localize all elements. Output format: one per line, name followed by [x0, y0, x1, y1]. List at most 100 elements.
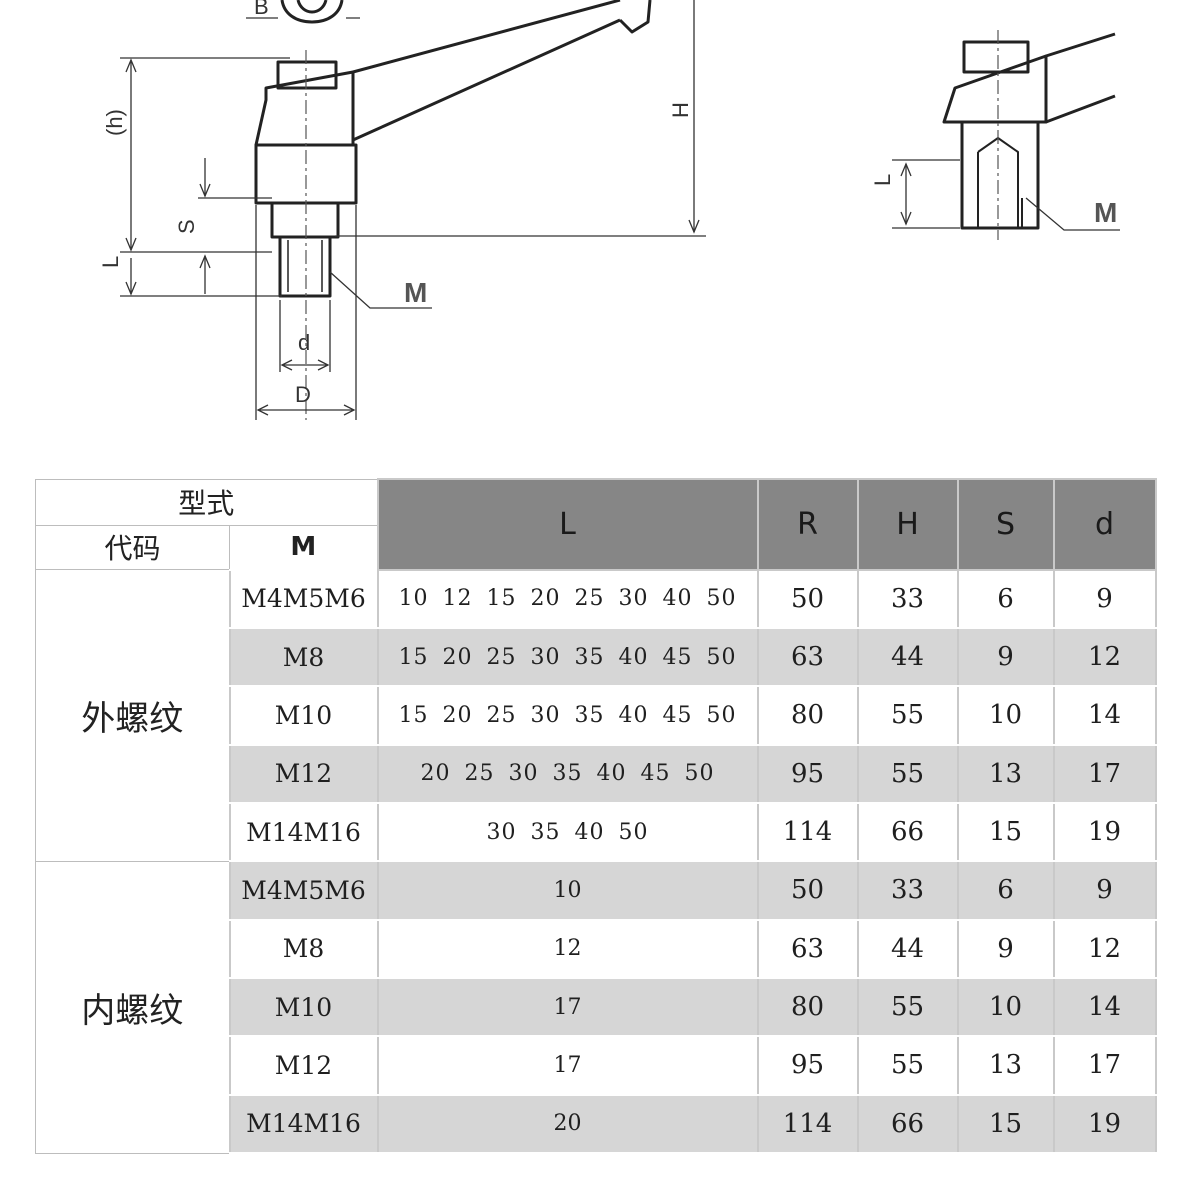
- dim-l-left-label: L: [98, 256, 123, 268]
- cell-r: 50: [756, 568, 859, 629]
- cell-s: 6: [956, 568, 1055, 629]
- cell-s: 15: [956, 1093, 1055, 1155]
- cell-s: 10: [956, 685, 1055, 746]
- cell-m: M14M16: [228, 801, 379, 863]
- cell-r: 114: [756, 801, 859, 863]
- thread-lines: [287, 240, 323, 292]
- cell-m: M14M16: [228, 1093, 379, 1155]
- dim-d-big-label: D: [295, 382, 311, 407]
- table-row: M8 12 63 44 9 12: [36, 918, 1157, 979]
- header-d: d: [1052, 478, 1157, 571]
- right-hub-top: [962, 40, 1030, 74]
- hub-body: [254, 70, 355, 147]
- cell-s: 13: [956, 743, 1055, 804]
- group-external-thread: 外螺纹: [35, 569, 230, 862]
- cell-d: 12: [1052, 626, 1157, 688]
- dim-h-label: H: [668, 102, 693, 118]
- header-h: H: [856, 478, 959, 571]
- header-r: R: [756, 478, 859, 571]
- cell-h: 33: [856, 860, 959, 921]
- cell-h: 33: [856, 568, 959, 629]
- cell-l: 30 35 40 50: [376, 801, 759, 863]
- cell-s: 15: [956, 801, 1055, 863]
- cell-h: 44: [856, 626, 959, 688]
- hub-top: [276, 60, 338, 90]
- cell-h: 66: [856, 1093, 959, 1155]
- lever-arm: [352, 0, 652, 142]
- dim-m-right-label: M: [1094, 197, 1117, 228]
- cell-h: 44: [856, 918, 959, 979]
- cell-l: 20: [376, 1093, 759, 1155]
- table-row: M14M16 30 35 40 50 114 66 15 19: [36, 801, 1157, 863]
- cell-m: M8: [228, 626, 379, 688]
- table-row: M14M16 20 114 66 15 19: [36, 1093, 1157, 1155]
- right-lever: [1045, 32, 1116, 124]
- thread-stud: [278, 237, 332, 298]
- dim-s-label: S: [174, 219, 199, 234]
- cell-h: 55: [856, 976, 959, 1038]
- cell-d: 19: [1052, 801, 1157, 863]
- cell-d: 19: [1052, 1093, 1157, 1155]
- cell-s: 9: [956, 626, 1055, 688]
- cell-s: 10: [956, 976, 1055, 1038]
- cell-l: 20 25 30 35 40 45 50: [376, 743, 759, 804]
- cell-r: 80: [756, 685, 859, 746]
- table-row: 外螺纹 M4M5M6 10 12 15 20 25 30 40 50 50 33…: [35, 568, 1157, 862]
- right-hub-body: [942, 54, 1048, 124]
- cell-d: 17: [1052, 743, 1157, 804]
- cell-d: 14: [1052, 685, 1157, 746]
- cell-l: 10: [376, 860, 759, 921]
- cell-m: M12: [228, 743, 379, 804]
- table-row: M8 15 20 25 30 35 40 45 50 63 44 9 12: [36, 626, 1157, 688]
- header-code: 代码: [35, 524, 230, 571]
- dim-b-label: B: [254, 0, 269, 19]
- cell-h: 55: [856, 1035, 959, 1096]
- cell-r: 63: [756, 918, 859, 979]
- right-bore: [977, 137, 1023, 228]
- cell-d: 9: [1052, 860, 1157, 921]
- table-row: M12 20 25 30 35 40 45 50 95 55 13 17: [36, 743, 1157, 804]
- table-row: M10 15 20 25 30 35 40 45 50 80 55 10 14: [36, 685, 1157, 746]
- cell-h: 66: [856, 801, 959, 863]
- cell-r: 95: [756, 743, 859, 804]
- cell-m: M4M5M6: [228, 568, 379, 629]
- cell-r: 114: [756, 1093, 859, 1155]
- cell-m: M4M5M6: [228, 860, 379, 921]
- cell-d: 14: [1052, 976, 1157, 1038]
- cell-r: 50: [756, 860, 859, 921]
- header-m: M: [228, 524, 379, 571]
- cell-d: 9: [1052, 568, 1157, 629]
- dim-m-left-label: M: [404, 277, 427, 308]
- technical-drawing: B (h) H S L L M M d D: [98, 0, 1120, 420]
- cell-r: 63: [756, 626, 859, 688]
- cell-l: 10 12 15 20 25 30 40 50: [376, 568, 759, 629]
- cell-m: M10: [228, 685, 379, 746]
- cell-r: 80: [756, 976, 859, 1038]
- cell-d: 12: [1052, 918, 1157, 979]
- header-l: L: [376, 478, 759, 571]
- cell-h: 55: [856, 685, 959, 746]
- b-hole-inner: [296, 0, 328, 14]
- table-row: 内螺纹 M4M5M6 10 50 33 6 9: [35, 860, 1157, 1154]
- cell-s: 13: [956, 1035, 1055, 1096]
- dim-l-right-label: L: [870, 174, 895, 186]
- b-hole-outline: [280, 0, 344, 24]
- dim-d-small-label: d: [298, 330, 310, 355]
- cell-s: 6: [956, 860, 1055, 921]
- header-model: 型式: [34, 478, 379, 526]
- cell-l: 12: [376, 918, 759, 979]
- cell-l: 15 20 25 30 35 40 45 50: [376, 626, 759, 688]
- cell-l: 17: [376, 976, 759, 1038]
- spec-table: 型式 L R H S d 代码 M 外螺纹 M4M5M6 10 12 15 20…: [34, 478, 1157, 1155]
- header-s: S: [956, 478, 1055, 571]
- cell-d: 17: [1052, 1035, 1157, 1096]
- cell-l: 17: [376, 1035, 759, 1096]
- dim-h-paren-label: (h): [102, 109, 127, 136]
- cell-m: M8: [228, 918, 379, 979]
- nut: [270, 201, 340, 239]
- cell-m: M12: [228, 1035, 379, 1096]
- cell-m: M10: [228, 976, 379, 1038]
- right-insert: [960, 120, 1040, 230]
- cell-s: 9: [956, 918, 1055, 979]
- cell-r: 95: [756, 1035, 859, 1096]
